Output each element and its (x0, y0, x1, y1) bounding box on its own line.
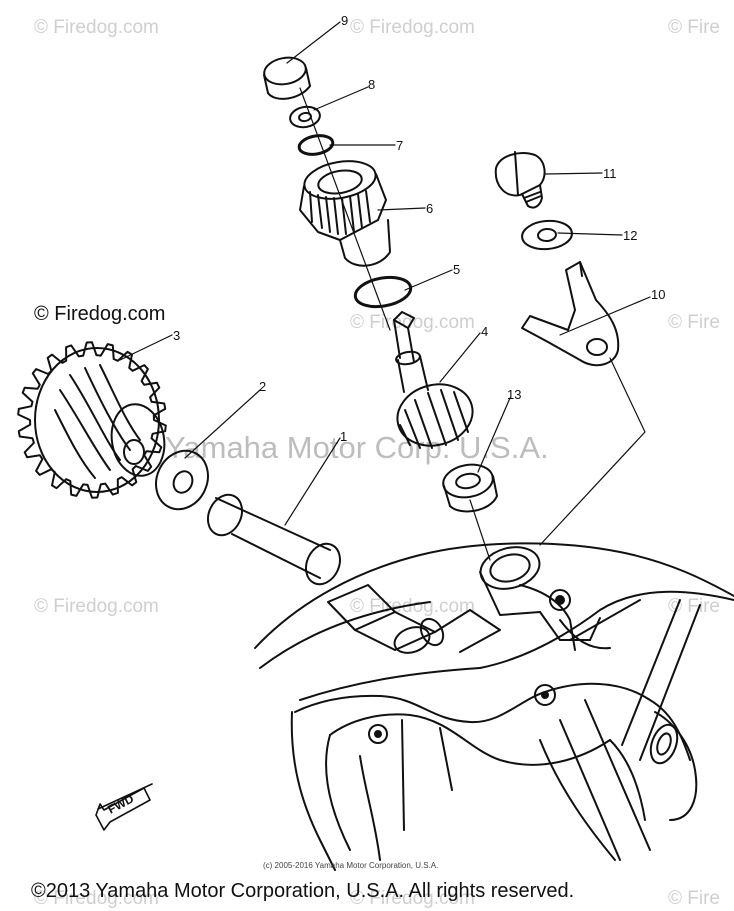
callout-6: 6 (426, 201, 433, 216)
callout-3: 3 (173, 328, 180, 343)
part-10-stopper (521, 261, 620, 367)
footer-copyright: ©2013 Yamaha Motor Corporation, U.S.A. A… (31, 880, 575, 902)
watermark-top-left: © Firedog.com (34, 17, 159, 38)
watermark-lower-left: © Firedog.com (34, 596, 159, 617)
assembly-centerlines (299, 87, 646, 561)
gear-teeth-outline (17, 341, 167, 499)
part-1-shaft (206, 493, 342, 586)
part-11-bolt (494, 151, 546, 209)
callout-9: 9 (341, 13, 348, 28)
fwd-arrow-icon (95, 783, 153, 831)
callout-leaders (119, 21, 651, 526)
callout-11: 11 (603, 166, 617, 181)
watermark-bottom-right: © Fire (668, 888, 720, 909)
watermark-bottom-center: © Firedog.com (350, 888, 475, 909)
part-6-housing (299, 160, 391, 267)
callout-1: 1 (340, 429, 347, 444)
watermark-yamaha: Yamaha Motor Corp. U.S.A. (165, 430, 549, 465)
part-7-o-ring (297, 134, 335, 156)
small-copyright: (c) 2005-2016 Yamaha Motor Corporation, … (263, 861, 439, 870)
callout-7: 7 (396, 138, 403, 153)
callout-10: 10 (651, 287, 665, 302)
watermark-mid-right: © Fire (668, 312, 720, 333)
part-3-kick-gear (17, 341, 167, 499)
watermark-firedog: © Firedog.com (34, 303, 166, 325)
part-13-bushing (442, 463, 498, 513)
part-12-washer (521, 219, 573, 251)
callout-8: 8 (368, 77, 375, 92)
crankcase-housing (254, 542, 734, 871)
watermark-top-center: © Firedog.com (350, 17, 475, 38)
watermark-top-right: © Fire (668, 17, 720, 38)
part-9-cap (263, 56, 311, 100)
part-2-washer (155, 449, 209, 511)
callout-4: 4 (481, 324, 488, 339)
callout-5: 5 (453, 262, 460, 277)
watermark-lower-right: © Fire (668, 596, 720, 617)
watermark-bottom-left: © Firedog.com (34, 888, 159, 909)
part-3-gear-details (34, 347, 166, 493)
callout-13: 13 (507, 387, 521, 402)
callout-12: 12 (623, 228, 637, 243)
part-5-o-ring (353, 275, 413, 309)
callout-2: 2 (259, 379, 266, 394)
part-4-gear-shaft (393, 311, 474, 449)
